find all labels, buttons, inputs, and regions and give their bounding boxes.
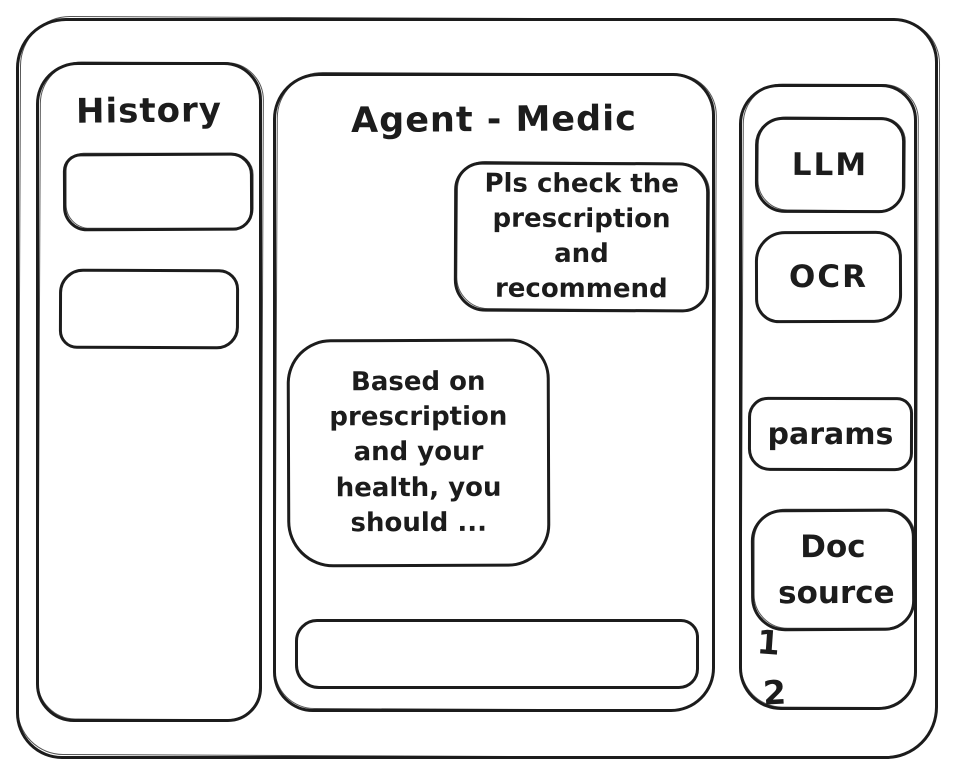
user-message-bubble: Pls check the prescription and recommend [453,161,710,313]
tools-sidebar: LLM OCR params Doc source 1 2 [739,84,917,713]
history-title: History [75,90,223,132]
ocr-button-label: OCR [788,258,869,296]
message-input[interactable] [295,619,699,689]
app-window-frame [16,18,938,759]
history-item-1[interactable] [62,152,254,232]
history-sidebar: History [36,62,262,722]
chat-panel: Agent - Medic Pls check the prescription… [273,73,715,712]
llm-button[interactable]: LLM [754,116,906,214]
doc-source-item-2[interactable]: 2 [761,672,787,713]
doc-source-item-1[interactable]: 1 [755,622,782,663]
params-button[interactable]: params [747,396,914,472]
chat-title: Agent - Medic [350,99,638,141]
llm-button-label: LLM [791,146,869,184]
history-item-2[interactable] [58,268,240,350]
doc-source-button[interactable]: Doc source [750,508,916,632]
user-message-text: Pls check the prescription and recommend [484,168,679,305]
ocr-button[interactable]: OCR [754,230,903,324]
params-button-label: params [767,416,894,452]
agent-message-text: Based on prescription and your health, y… [329,367,508,538]
doc-source-button-label: Doc source [778,528,895,612]
agent-message-bubble: Based on prescription and your health, y… [286,338,551,568]
